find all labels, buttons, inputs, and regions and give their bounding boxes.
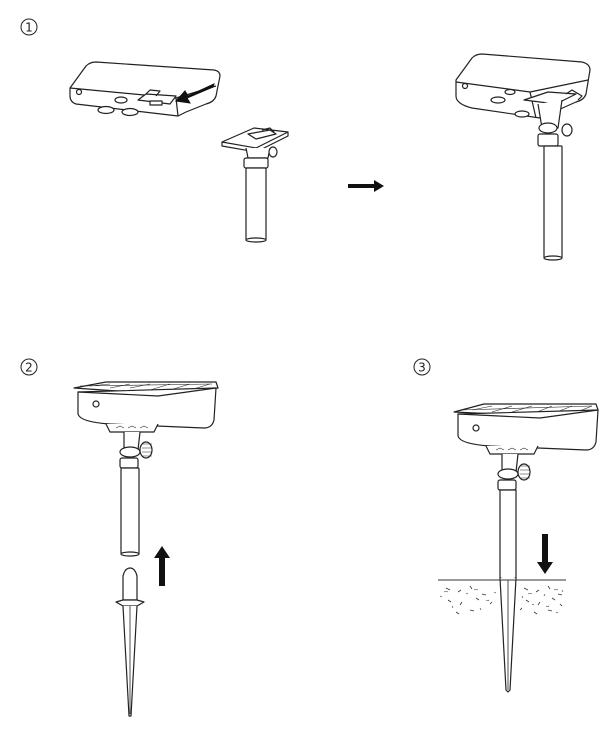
step-1-number: 1 [25,21,33,35]
solar-lamp-staked [453,403,599,693]
step-2-marker: 2 [20,358,38,376]
insert-arrow [175,83,215,104]
lamp-mounted-on-pole [455,53,591,261]
solar-lamp-on-pole [73,381,219,557]
next-step-arrow [348,180,384,192]
step-1-marker: 1 [20,18,38,36]
pole-with-bracket [221,127,289,243]
ground-soil [438,579,566,615]
lamp-body-underside [69,61,221,117]
down-arrow [537,534,553,574]
step-2-number: 2 [25,361,33,375]
ground-stake [115,567,145,717]
up-arrow [154,546,170,586]
step-3-number: 3 [418,361,426,375]
step-3-marker: 3 [413,358,431,376]
